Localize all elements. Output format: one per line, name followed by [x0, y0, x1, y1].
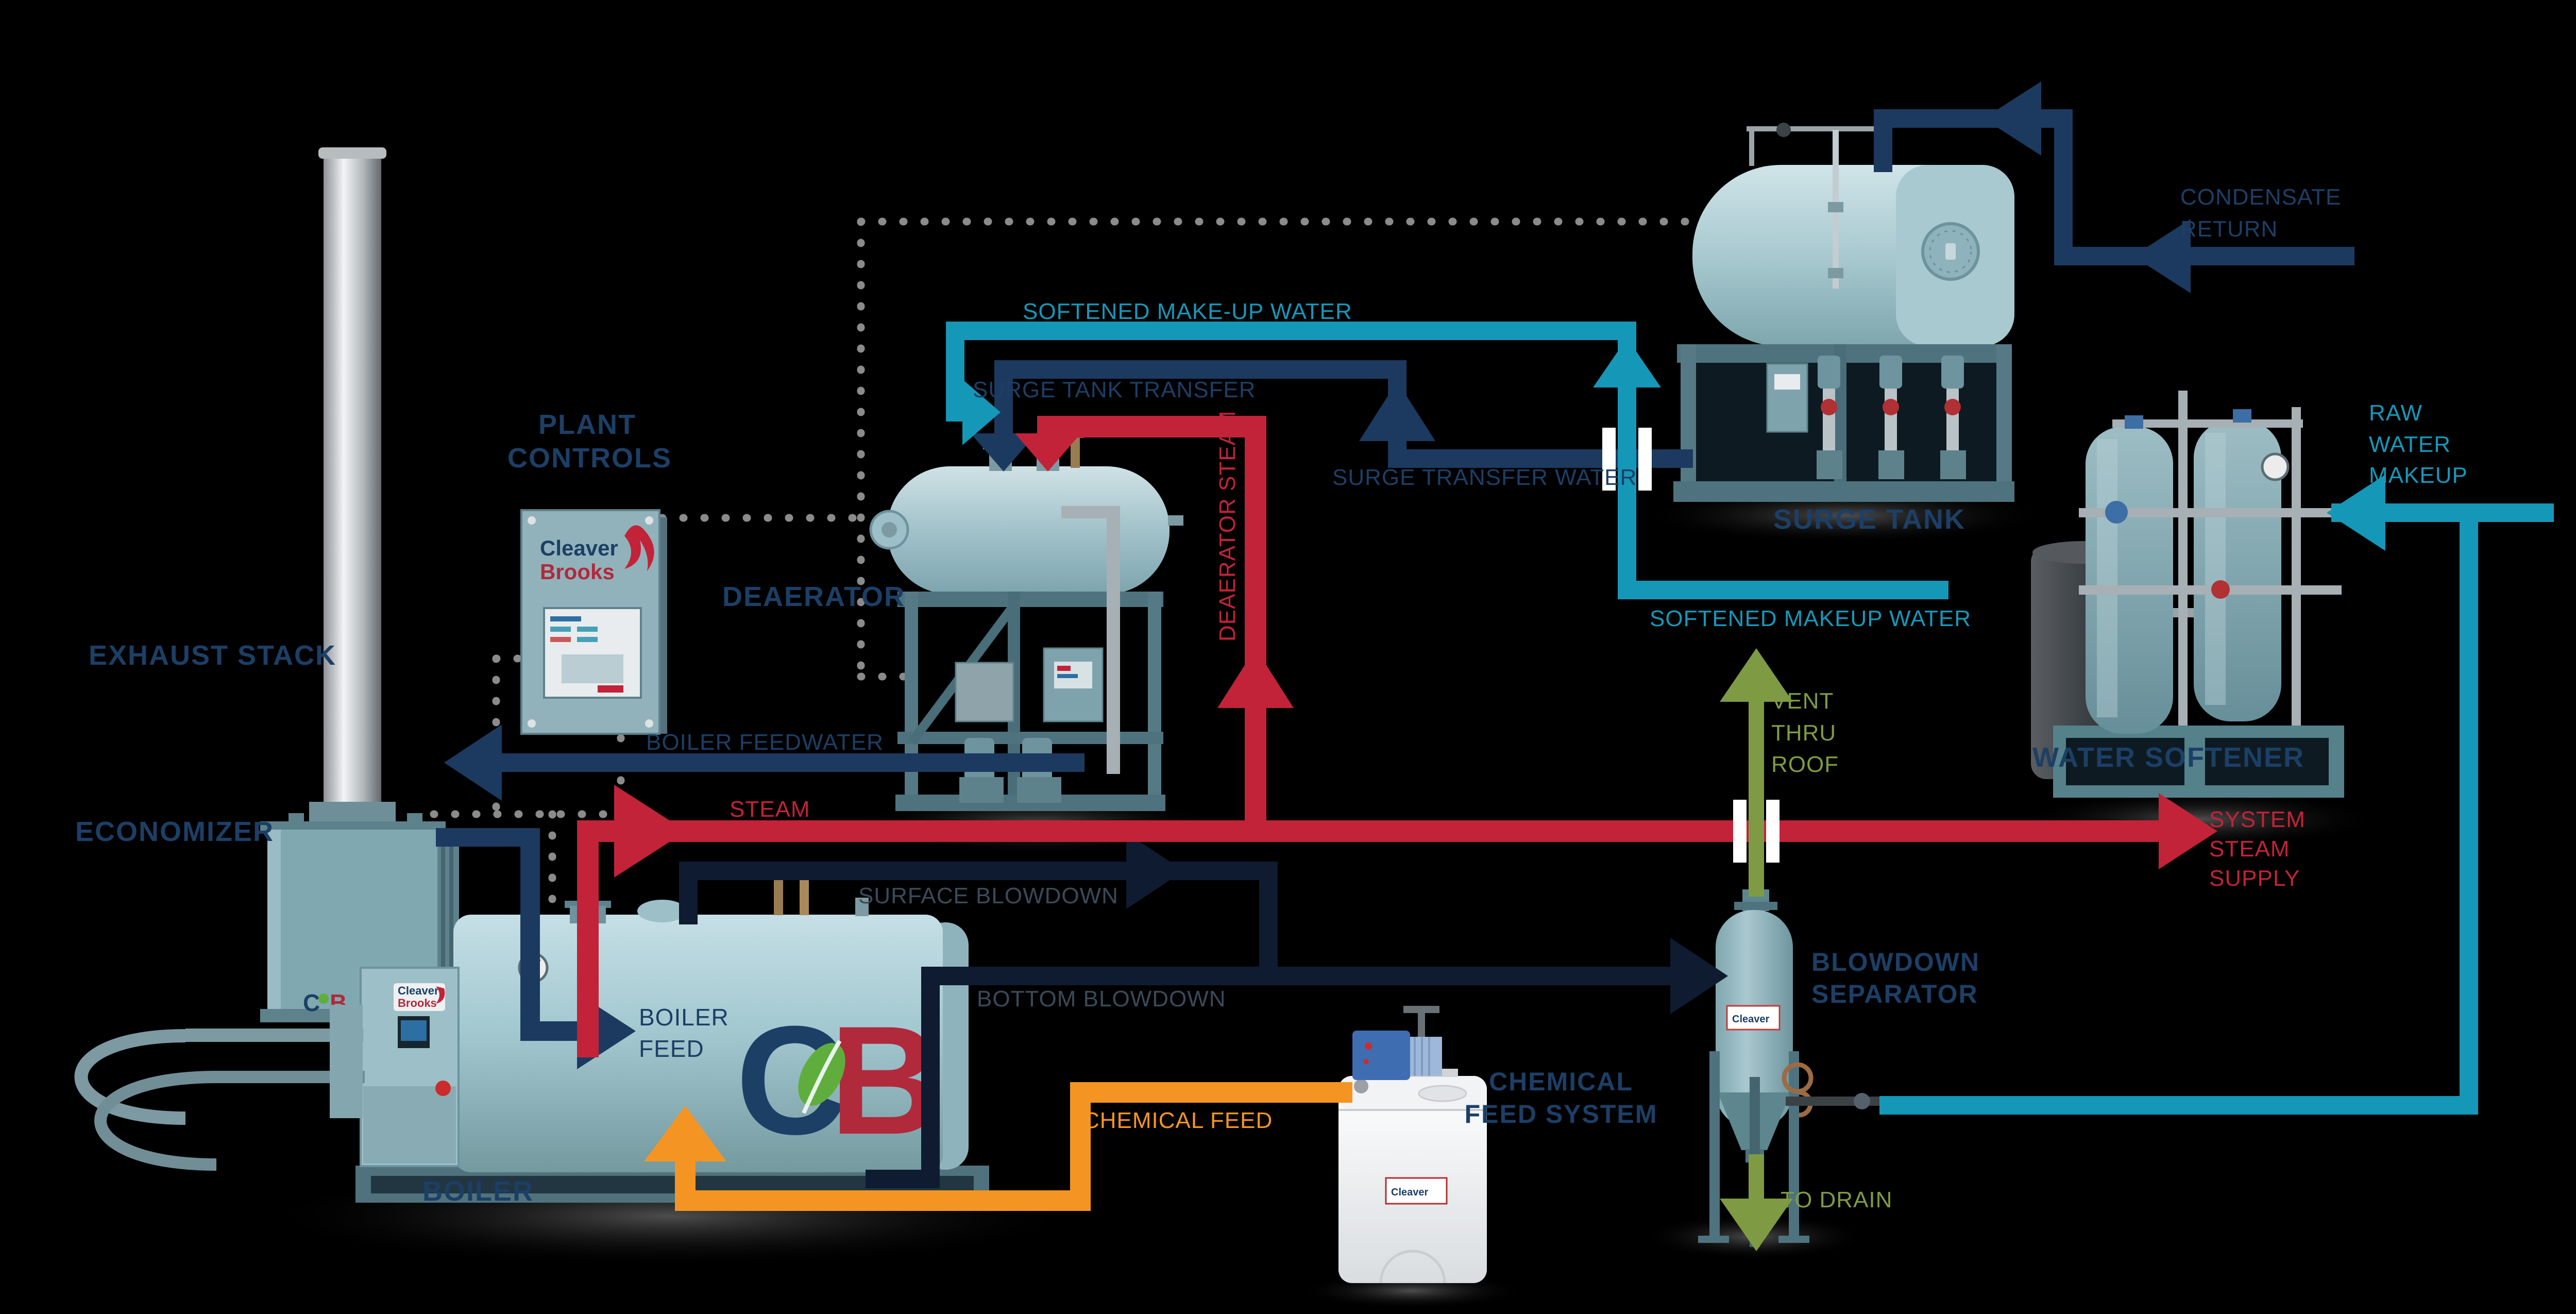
- flow-arrow-up: [1217, 648, 1294, 708]
- flow-arrow-down: [971, 433, 1037, 471]
- pipe-crossing-break: [1733, 800, 1780, 863]
- surge-control-box: [1766, 363, 1808, 433]
- valve-handwheel-icon: [1944, 399, 1961, 415]
- surge-transfer-pump: [1817, 356, 1842, 479]
- raw-water-pipes: [1879, 475, 2554, 1115]
- condensate-return-pipe: [1874, 81, 2354, 293]
- softener-valve: [2105, 501, 2128, 524]
- flow-arrow-left: [1984, 81, 2041, 156]
- economizer-cb-monogram-c: C: [303, 989, 320, 1016]
- flow-arrow-up: [1720, 648, 1793, 702]
- front-logo-brooks: Brooks: [398, 997, 437, 1009]
- leaf-icon: [318, 993, 329, 1004]
- flow-arrow-up: [1593, 338, 1661, 388]
- pipe-crossing-break: [1602, 428, 1652, 491]
- softened-water-pipes: [946, 322, 1948, 599]
- water-softener-label: WATER SOFTENER: [2032, 742, 2305, 773]
- valve-handwheel-icon: [1883, 399, 1899, 415]
- surge-transfer-pump: [1940, 356, 1966, 479]
- chemical-feed-unit: Cleaver: [1338, 1006, 1487, 1284]
- blowdown-pipes: [679, 833, 1728, 1188]
- condensate-return-label: CONDENSATE RETURN: [2180, 184, 2342, 242]
- chemical-badge-cleaver: Cleaver: [1391, 1187, 1428, 1198]
- flow-arrow-right: [1670, 938, 1728, 1014]
- exhaust-stack: [309, 147, 396, 827]
- exhaust-stack-label: EXHAUST STACK: [89, 640, 337, 671]
- panel-hmi-screen: [543, 607, 642, 699]
- bottom-blowdown-label: BOTTOM BLOWDOWN: [977, 986, 1226, 1012]
- flow-arrow-down: [1015, 433, 1081, 471]
- raw-water-makeup-label: RAW WATER MAKEUP: [2369, 400, 2468, 488]
- economizer-label: ECONOMIZER: [75, 816, 275, 847]
- chemical-metering-pump: [1352, 1006, 1458, 1080]
- flame-icon: [624, 525, 654, 571]
- boiler-feedwater-pipe: [444, 725, 1084, 801]
- surface-blowdown-label: SURFACE BLOWDOWN: [858, 883, 1118, 908]
- flow-arrow-up: [644, 1106, 726, 1161]
- cb-leaf-logo: C B: [736, 993, 941, 1167]
- plant-controls-panel: Cleaver Brooks: [520, 509, 667, 735]
- separator-badge: [1726, 1005, 1781, 1031]
- plant-controls-label: PLANT CONTROLS: [507, 409, 672, 474]
- deaerator-steam-label: DEAERATOR STEAM: [1215, 410, 1240, 642]
- boiler-feed-label: BOILER FEED: [639, 1004, 729, 1062]
- boiler-feedwater-label: BOILER FEEDWATER: [646, 730, 884, 755]
- chemical-tank-badge: [1385, 1177, 1448, 1205]
- softened-makeup-water-label: SOFTENED MAKEUP WATER: [1650, 606, 1972, 631]
- boiler-label: BOILER: [422, 1176, 534, 1207]
- cleaver-brooks-front-logo: [394, 983, 445, 1011]
- chemical-feed-system-label: CHEMICAL FEED SYSTEM: [1464, 1067, 1658, 1128]
- pressure-gauge: [2261, 452, 2290, 481]
- flow-arrow-up: [1359, 381, 1435, 441]
- separator-badge-cleaver: Cleaver: [1732, 1014, 1769, 1025]
- surge-tank-label: SURGE TANK: [1773, 504, 1966, 535]
- vent-thru-roof-label: VENT THRU ROOF: [1771, 688, 1839, 778]
- surge-tank-unit: [1673, 115, 2014, 502]
- chemical-feed-pipe: [644, 1082, 1352, 1211]
- emergency-stop-button: [435, 1081, 451, 1096]
- flow-arrow-right: [962, 379, 1001, 445]
- blowdown-separator-label: BLOWDOWN SEPARATOR: [1811, 948, 1980, 1008]
- valve-handwheel-icon: [2211, 580, 2230, 599]
- flow-arrow-down: [1720, 1199, 1793, 1251]
- steam-pipes: [577, 416, 2217, 1057]
- to-drain-label: TO DRAIN: [1781, 1187, 1893, 1212]
- flow-arrow-left: [444, 725, 502, 801]
- surge-transfer-pump: [1878, 356, 1904, 479]
- burner-pipe-loop: [74, 1029, 186, 1125]
- boiler-unit: Cleaver Brooks C B: [74, 866, 989, 1203]
- system-steam-supply-label: SYSTEM STEAM SUPPLY: [2209, 807, 2306, 891]
- flow-arrow-left: [2327, 475, 2385, 551]
- flow-arrow-right: [2159, 793, 2217, 869]
- flow-arrow-left: [2133, 219, 2191, 293]
- chemical-feed-label: CHEMICAL FEED: [1083, 1108, 1273, 1133]
- vent-and-drain-pipes: [1720, 648, 1793, 1251]
- steam-label: STEAM: [730, 797, 810, 822]
- front-logo-cleaver: Cleaver: [398, 984, 439, 997]
- water-softener-unit: [2053, 391, 2344, 798]
- flame-icon: [436, 986, 445, 1004]
- panel-logo-brooks: Brooks: [540, 560, 615, 584]
- softened-make-up-water-label: SOFTENED MAKE-UP WATER: [1023, 299, 1352, 324]
- burner-pipe-loop: [94, 1071, 217, 1171]
- valve-handwheel-icon: [1821, 399, 1837, 415]
- flow-arrow-right: [614, 785, 686, 878]
- flow-arrow-right: [1126, 833, 1184, 909]
- panel-logo-cleaver: Cleaver: [540, 536, 618, 560]
- surge-transfer-water-label: SURGE TRANSFER WATER: [1332, 465, 1637, 490]
- surge-tank-transfer-label: SURGE TANK TRANSFER: [973, 377, 1256, 402]
- deaerator-label: DEAERATOR: [722, 581, 906, 612]
